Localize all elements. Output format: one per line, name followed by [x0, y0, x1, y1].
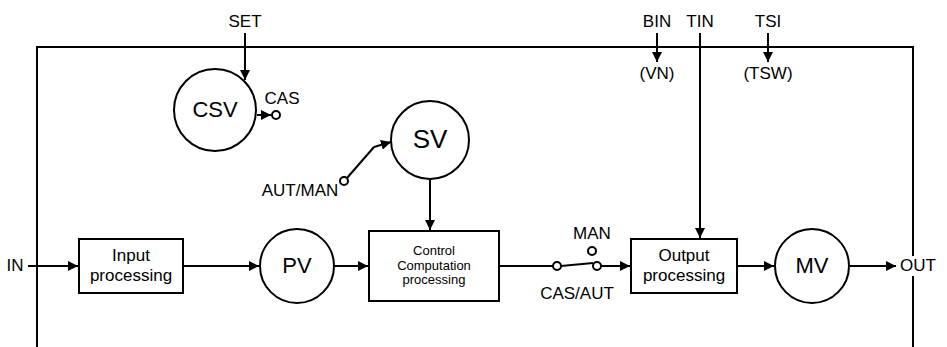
terminal-name: MAN — [572, 224, 612, 244]
out-signal-arrow — [850, 265, 896, 267]
signal-connector — [184, 265, 259, 267]
switch-gap — [562, 258, 593, 272]
node-text: MV — [796, 253, 829, 278]
pv-circle: PV — [259, 228, 335, 304]
node-text: PV — [282, 253, 311, 278]
set-signal-arrow — [244, 33, 246, 80]
node-text: CSV — [192, 97, 237, 122]
signal-name: TSI — [754, 12, 782, 32]
signal-name: SET — [227, 12, 262, 32]
switch-blade — [561, 263, 593, 266]
node-text: Input processing — [85, 246, 177, 285]
cas-arrow — [257, 114, 271, 116]
in-signal-arrow — [28, 265, 78, 267]
switch-blade — [347, 147, 374, 178]
signal-connector — [738, 265, 774, 267]
terminal-name: AUT/MAN — [261, 181, 340, 201]
bin-signal-arrow — [656, 33, 658, 62]
node-text: SV — [413, 125, 448, 155]
sv-circle: SV — [390, 100, 470, 180]
tin-signal-arrow — [699, 33, 701, 238]
terminal-name: CAS — [264, 89, 301, 109]
switch-terminal — [593, 262, 601, 270]
signal-name: (TSW) — [742, 64, 793, 84]
node-text: Output processing — [638, 246, 730, 285]
process-box: Input processing — [78, 238, 184, 294]
signal-name: (VN) — [639, 64, 676, 84]
switch-terminal — [588, 247, 596, 255]
terminal-name: CAS/AUT — [539, 284, 615, 304]
node-text: Control Computation processing — [384, 244, 484, 289]
signal-name: IN — [6, 256, 25, 276]
csv-circle: CSV — [173, 68, 257, 152]
circle-outline — [174, 69, 256, 151]
tsi-signal-arrow — [767, 33, 769, 62]
signal-connector — [335, 265, 368, 267]
switch-terminal — [272, 111, 280, 119]
signal-connector — [429, 180, 431, 230]
function-block-frame — [37, 47, 913, 347]
signal-name: OUT — [899, 256, 937, 276]
circle-outline — [775, 229, 849, 303]
sv-input-arrow — [374, 142, 391, 147]
switch-terminal — [340, 177, 348, 185]
signal-name: BIN — [642, 12, 672, 32]
mv-circle: MV — [774, 228, 850, 304]
circle-outline — [391, 101, 469, 179]
circle-outline — [260, 229, 334, 303]
process-box: Output processing — [630, 238, 738, 294]
process-box: Control Computation processing — [368, 230, 500, 302]
switch-terminal — [553, 262, 561, 270]
signal-name: TIN — [685, 12, 714, 32]
